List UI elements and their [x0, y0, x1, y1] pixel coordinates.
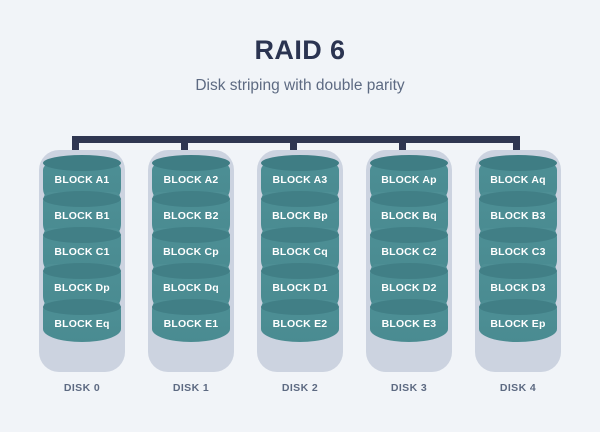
disk-caption: DISK 2: [281, 382, 319, 394]
cylinder-cap-icon: [370, 155, 448, 171]
disk-block[interactable]: BLOCK Ep: [479, 299, 557, 342]
block-label: BLOCK Eq: [54, 317, 110, 330]
diagram-header: RAID 6 Disk striping with double parity: [0, 0, 600, 95]
cylinder-cap-icon: [370, 263, 448, 279]
disk-block[interactable]: BLOCK Eq: [43, 299, 121, 342]
disk-column-1[interactable]: BLOCK A2 BLOCK B2 BLOCK Cp BLOCK Dq BLOC…: [147, 150, 235, 400]
cylinder-cap-icon: [261, 263, 339, 279]
disk-block-stack: BLOCK A1 BLOCK B1 BLOCK C1 BLOCK Dp BLOC…: [43, 155, 121, 342]
disk-block[interactable]: BLOCK Cq: [261, 227, 339, 270]
block-label: BLOCK Dq: [163, 281, 219, 294]
cylinder-cap-icon: [261, 191, 339, 207]
block-label: BLOCK A1: [54, 173, 110, 186]
disk-column-3[interactable]: BLOCK Ap BLOCK Bq BLOCK C2 BLOCK D2 BLOC…: [365, 150, 453, 400]
block-label: BLOCK Aq: [490, 173, 546, 186]
cylinder-cap-icon: [479, 227, 557, 243]
block-label: BLOCK E2: [272, 317, 328, 330]
disk-block[interactable]: BLOCK D3: [479, 263, 557, 306]
cylinder-cap-icon: [152, 299, 230, 315]
disk-block[interactable]: BLOCK E2: [261, 299, 339, 342]
cylinder-cap-icon: [152, 263, 230, 279]
disk-block[interactable]: BLOCK A2: [152, 155, 230, 198]
block-label: BLOCK C3: [490, 245, 546, 258]
disk-block-stack: BLOCK Ap BLOCK Bq BLOCK C2 BLOCK D2 BLOC…: [370, 155, 448, 342]
cylinder-cap-icon: [261, 227, 339, 243]
cylinder-cap-icon: [479, 263, 557, 279]
disk-block[interactable]: BLOCK E3: [370, 299, 448, 342]
block-label: BLOCK E3: [381, 317, 437, 330]
page-title: RAID 6: [254, 35, 346, 65]
disk-block[interactable]: BLOCK Dp: [43, 263, 121, 306]
cylinder-cap-icon: [479, 299, 557, 315]
cylinder-cap-icon: [152, 227, 230, 243]
disk-block[interactable]: BLOCK E1: [152, 299, 230, 342]
block-label: BLOCK B3: [490, 209, 546, 222]
block-label: BLOCK Ep: [490, 317, 546, 330]
block-label: BLOCK D1: [272, 281, 328, 294]
cylinder-cap-icon: [479, 191, 557, 207]
block-label: BLOCK Ap: [381, 173, 437, 186]
disk-column-4[interactable]: BLOCK Aq BLOCK B3 BLOCK C3 BLOCK D3 BLOC…: [474, 150, 562, 400]
cylinder-cap-icon: [43, 227, 121, 243]
disk-block[interactable]: BLOCK C1: [43, 227, 121, 270]
disk-caption: DISK 4: [499, 382, 537, 394]
disk-block-stack: BLOCK A3 BLOCK Bp BLOCK Cq BLOCK D1 BLOC…: [261, 155, 339, 342]
block-label: BLOCK Cq: [272, 245, 328, 258]
cylinder-cap-icon: [43, 155, 121, 171]
block-label: BLOCK Cp: [163, 245, 219, 258]
cylinder-cap-icon: [370, 227, 448, 243]
block-label: BLOCK B2: [163, 209, 219, 222]
block-label: BLOCK A2: [163, 173, 219, 186]
disk-caption: DISK 1: [172, 382, 210, 394]
disk-block-stack: BLOCK Aq BLOCK B3 BLOCK C3 BLOCK D3 BLOC…: [479, 155, 557, 342]
cylinder-cap-icon: [261, 155, 339, 171]
disk-block[interactable]: BLOCK B2: [152, 191, 230, 234]
block-label: BLOCK Bp: [272, 209, 328, 222]
block-label: BLOCK D3: [490, 281, 546, 294]
cylinder-cap-icon: [261, 299, 339, 315]
cylinder-cap-icon: [370, 299, 448, 315]
cylinder-cap-icon: [43, 299, 121, 315]
block-label: BLOCK C2: [381, 245, 437, 258]
page-subtitle: Disk striping with double parity: [195, 76, 405, 94]
disk-column-0[interactable]: BLOCK A1 BLOCK B1 BLOCK C1 BLOCK Dp BLOC…: [38, 150, 126, 400]
block-label: BLOCK D2: [381, 281, 437, 294]
disk-caption: DISK 3: [390, 382, 428, 394]
cylinder-cap-icon: [479, 155, 557, 171]
disk-block[interactable]: BLOCK Aq: [479, 155, 557, 198]
cylinder-cap-icon: [152, 191, 230, 207]
cylinder-cap-icon: [43, 191, 121, 207]
cylinder-cap-icon: [43, 263, 121, 279]
block-label: BLOCK E1: [163, 317, 219, 330]
cylinder-cap-icon: [152, 155, 230, 171]
block-label: BLOCK B1: [54, 209, 110, 222]
disk-block[interactable]: BLOCK A1: [43, 155, 121, 198]
disk-block-stack: BLOCK A2 BLOCK B2 BLOCK Cp BLOCK Dq BLOC…: [152, 155, 230, 342]
disk-caption: DISK 0: [63, 382, 101, 394]
cylinder-cap-icon: [370, 191, 448, 207]
disk-column-2[interactable]: BLOCK A3 BLOCK Bp BLOCK Cq BLOCK D1 BLOC…: [256, 150, 344, 400]
block-label: BLOCK Bq: [381, 209, 437, 222]
block-label: BLOCK C1: [54, 245, 110, 258]
block-label: BLOCK A3: [272, 173, 328, 186]
block-label: BLOCK Dp: [54, 281, 110, 294]
disk-rack: BLOCK A1 BLOCK B1 BLOCK C1 BLOCK Dp BLOC…: [0, 150, 600, 400]
